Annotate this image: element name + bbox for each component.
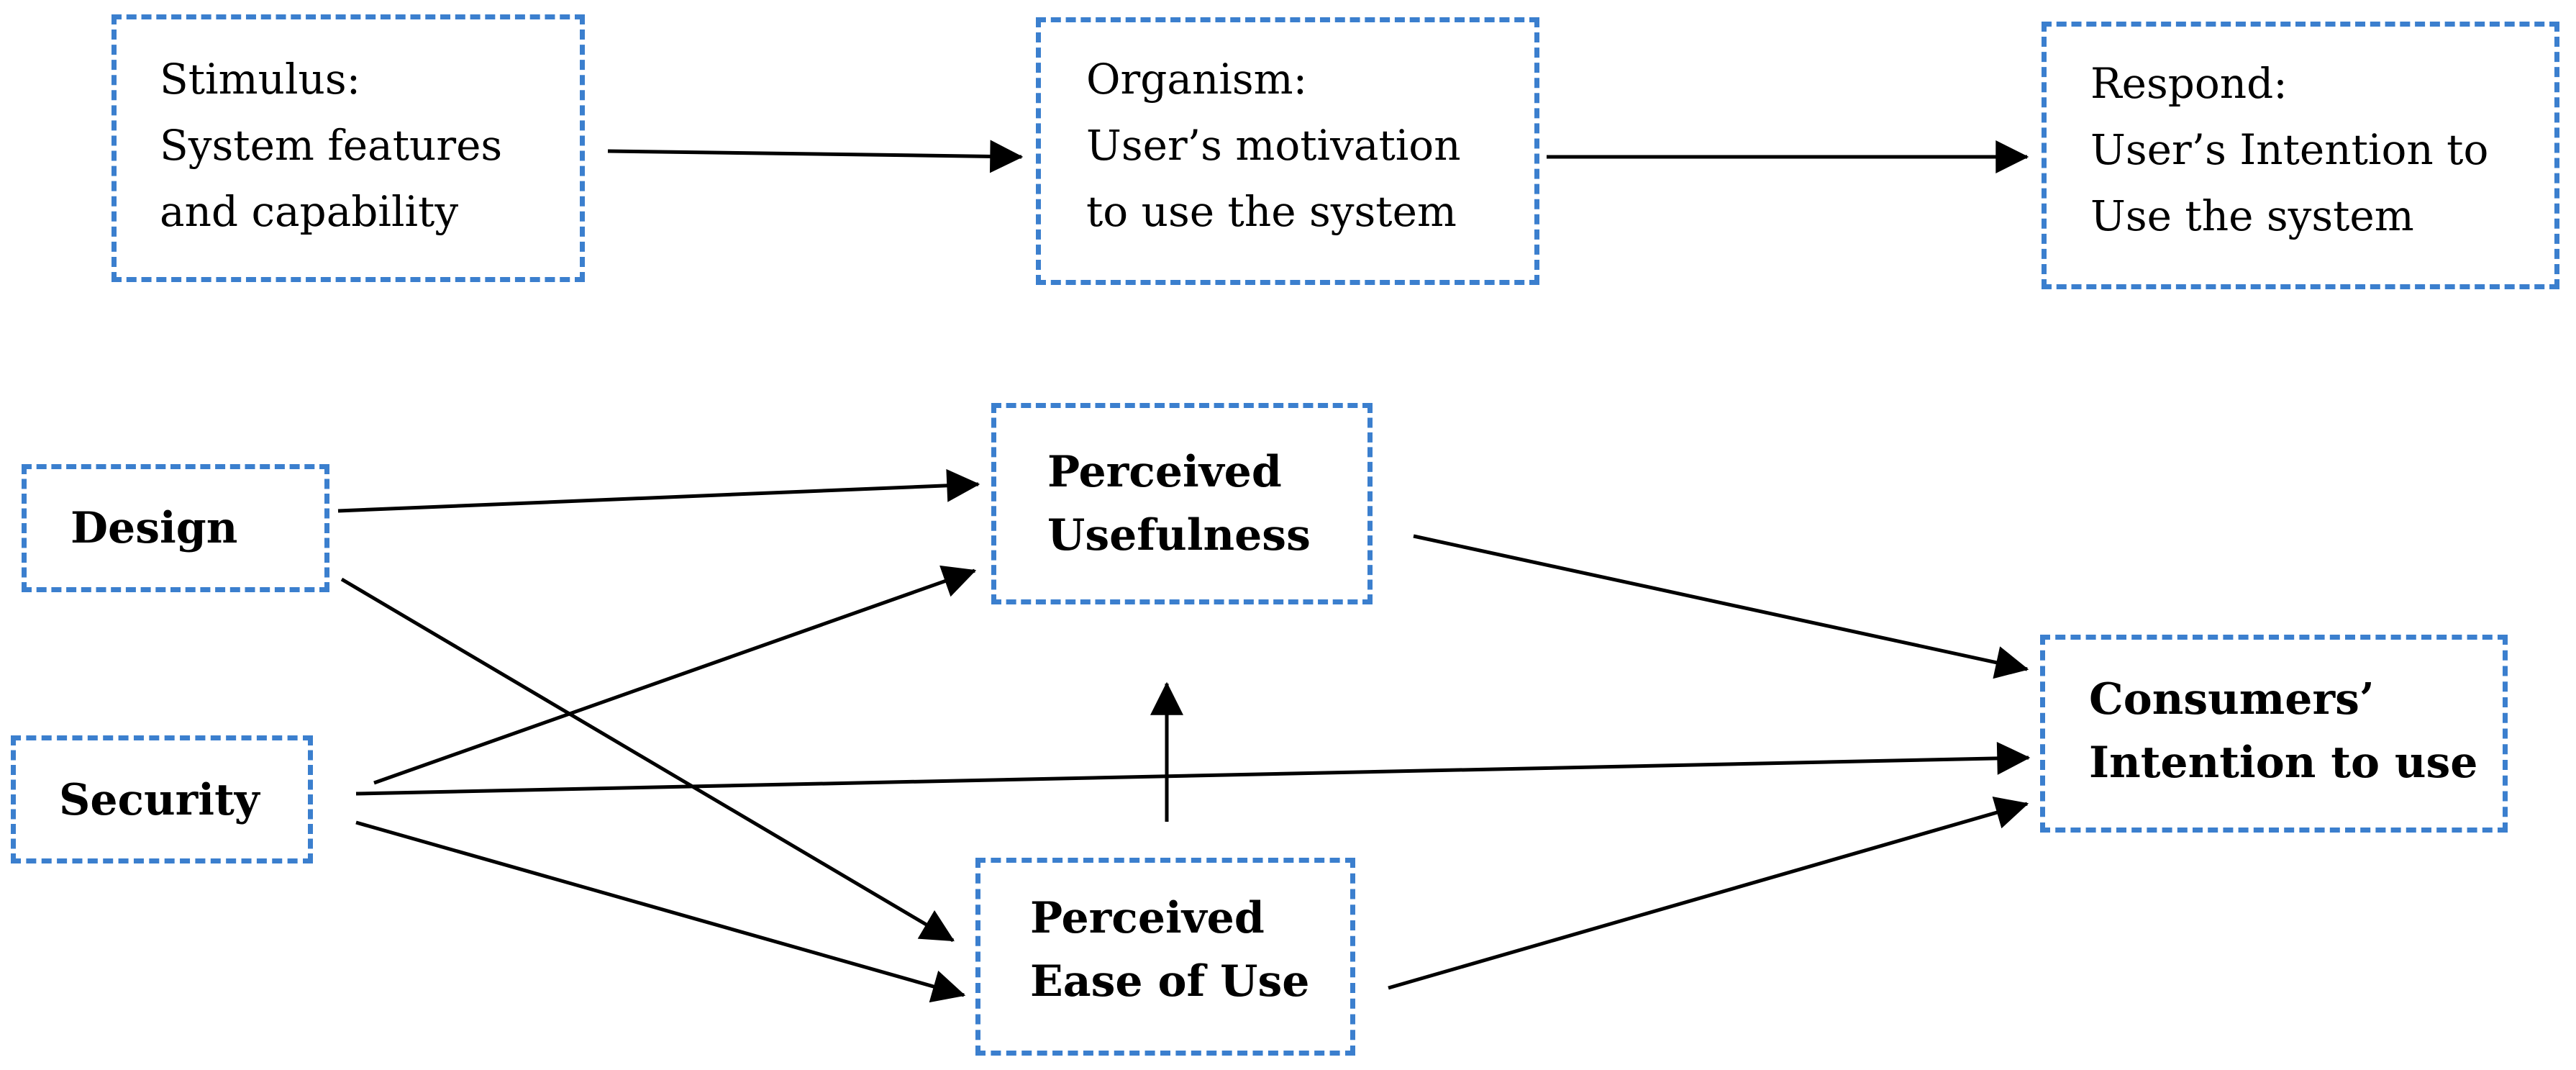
security-label: Security: [59, 775, 260, 825]
respond-box: [2042, 22, 2559, 289]
stimulus-label: Stimulus: System features and capability: [160, 55, 503, 236]
consumers-intention-box: [2040, 635, 2508, 833]
organism-box: [1036, 17, 1539, 285]
arrow-security-to-usefulness: [373, 565, 977, 785]
security-box: [11, 735, 313, 863]
consumers-intention-label: Consumers’ Intention to use: [2089, 674, 2478, 788]
design-label: Design: [70, 503, 238, 553]
arrow-stimulus-to-organism: [607, 140, 1024, 173]
arrow-design-to-usefulness: [337, 468, 980, 513]
arrow-security-to-ease-of-use: [355, 820, 966, 1003]
perceived-usefulness-label: Perceived Usefulness: [1047, 447, 1311, 561]
arrow-ease-of-use-to-intention: [1388, 797, 2029, 990]
arrow-usefulness-to-intention: [1413, 534, 2029, 679]
perceived-usefulness-box: [991, 403, 1373, 604]
perceived-ease-of-use-label: Perceived Ease of Use: [1030, 893, 1310, 1007]
design-box: [22, 464, 329, 592]
arrow-design-to-ease-of-use: [340, 577, 955, 943]
arrow-security-to-intention: [355, 741, 2031, 796]
perceived-ease-of-use-box: [975, 858, 1355, 1056]
respond-label: Respond: User’s Intention to Use the sys…: [2090, 59, 2489, 240]
organism-label: Organism: User’s motivation to use the s…: [1086, 55, 1461, 236]
stimulus-box: [111, 14, 585, 282]
